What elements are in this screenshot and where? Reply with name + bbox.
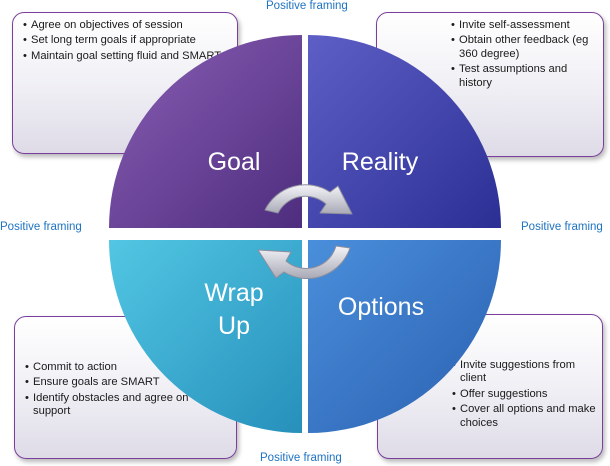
circular-arrows-icon	[257, 184, 353, 279]
wrap-up-quadrant	[109, 240, 302, 433]
options-quadrant	[308, 240, 501, 433]
goal-label: Goal	[208, 148, 261, 176]
positive-framing-label-bottom: Positive framing	[260, 452, 342, 464]
positive-framing-label-left: Positive framing	[0, 221, 82, 233]
options-note-item: Cover all options and make choices	[452, 403, 596, 430]
options-note-item: Invite suggestions from client	[452, 359, 596, 386]
goal-note-item: Set long term goals if appropriate	[23, 34, 229, 48]
positive-framing-label-right: Positive framing	[521, 221, 603, 233]
wrap-up-label-line2: Up	[218, 312, 250, 340]
wrap-up-note-item: Ensure goals are SMART	[25, 376, 228, 390]
reality-note-item: Invite self-assessment	[451, 19, 597, 33]
wrap-up-label-line1: Wrap	[204, 279, 263, 307]
options-note-item: Offer suggestions	[452, 388, 596, 402]
wrap-up-note-item: Identify obstacles and agree on support	[25, 392, 228, 419]
goal-note-item: Agree on objectives of session	[23, 19, 229, 33]
reality-quadrant	[308, 35, 501, 228]
goal-quadrant	[109, 35, 302, 228]
goal-note-item: Maintain goal setting fluid and SMART	[23, 50, 229, 64]
positive-framing-label-top: Positive framing	[266, 0, 348, 12]
wrap-up-note-item: Commit to action	[25, 361, 228, 375]
options-label: Options	[338, 293, 424, 321]
reality-label: Reality	[342, 148, 419, 176]
reality-note-item: Obtain other feedback (eg 360 degree)	[451, 34, 597, 61]
reality-note-item: Test assumptions and history	[451, 63, 597, 90]
